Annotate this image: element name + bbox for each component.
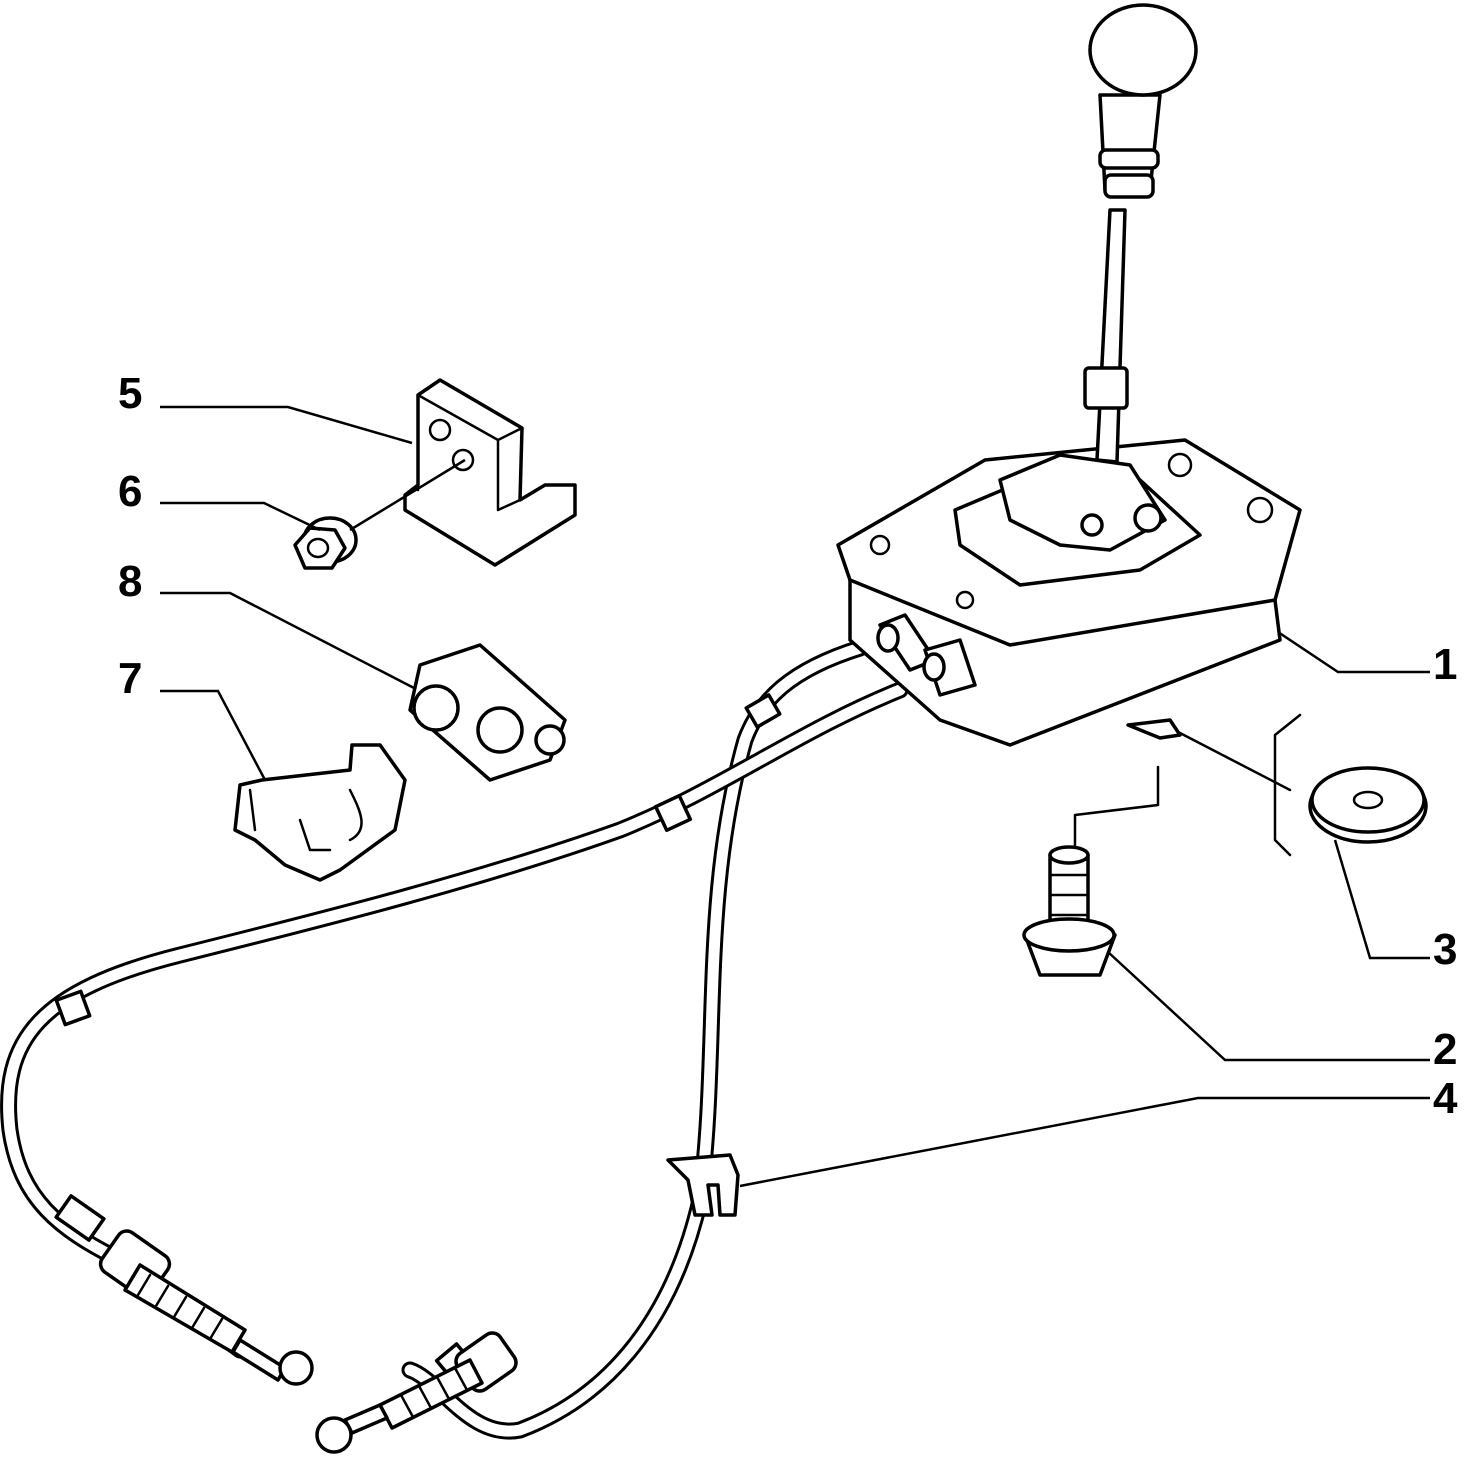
callout-8: 8 xyxy=(118,557,143,606)
nut xyxy=(293,516,358,570)
callout-2: 2 xyxy=(1433,1025,1458,1074)
leader-2 xyxy=(1107,951,1430,1062)
leader-8 xyxy=(160,591,415,690)
gear-shifter-housing xyxy=(836,438,1302,747)
leader-3 xyxy=(1333,839,1430,960)
retaining-clip xyxy=(666,1153,740,1217)
callout-3: 3 xyxy=(1433,925,1458,974)
gear-cables xyxy=(0,639,909,1440)
cable-clamp xyxy=(233,743,407,882)
cable-end-boot-right xyxy=(315,1331,518,1454)
double-cable-clamp xyxy=(408,643,567,782)
callout-6: 6 xyxy=(118,467,143,516)
leader-4 xyxy=(739,1096,1430,1188)
leader-1 xyxy=(1277,630,1430,674)
callout-5: 5 xyxy=(118,369,143,418)
leader-lines xyxy=(160,405,1430,1188)
callout-1: 1 xyxy=(1433,640,1458,689)
leader-7 xyxy=(160,689,267,781)
bolt xyxy=(1022,845,1117,977)
washer xyxy=(1308,766,1428,844)
leader-5 xyxy=(160,405,413,445)
bracket xyxy=(403,378,577,567)
cable-end-boot-left xyxy=(98,1229,314,1386)
leader-6 xyxy=(160,501,321,532)
callout-7: 7 xyxy=(118,654,143,703)
gear-lever xyxy=(1083,3,1198,464)
callout-4: 4 xyxy=(1433,1074,1458,1123)
